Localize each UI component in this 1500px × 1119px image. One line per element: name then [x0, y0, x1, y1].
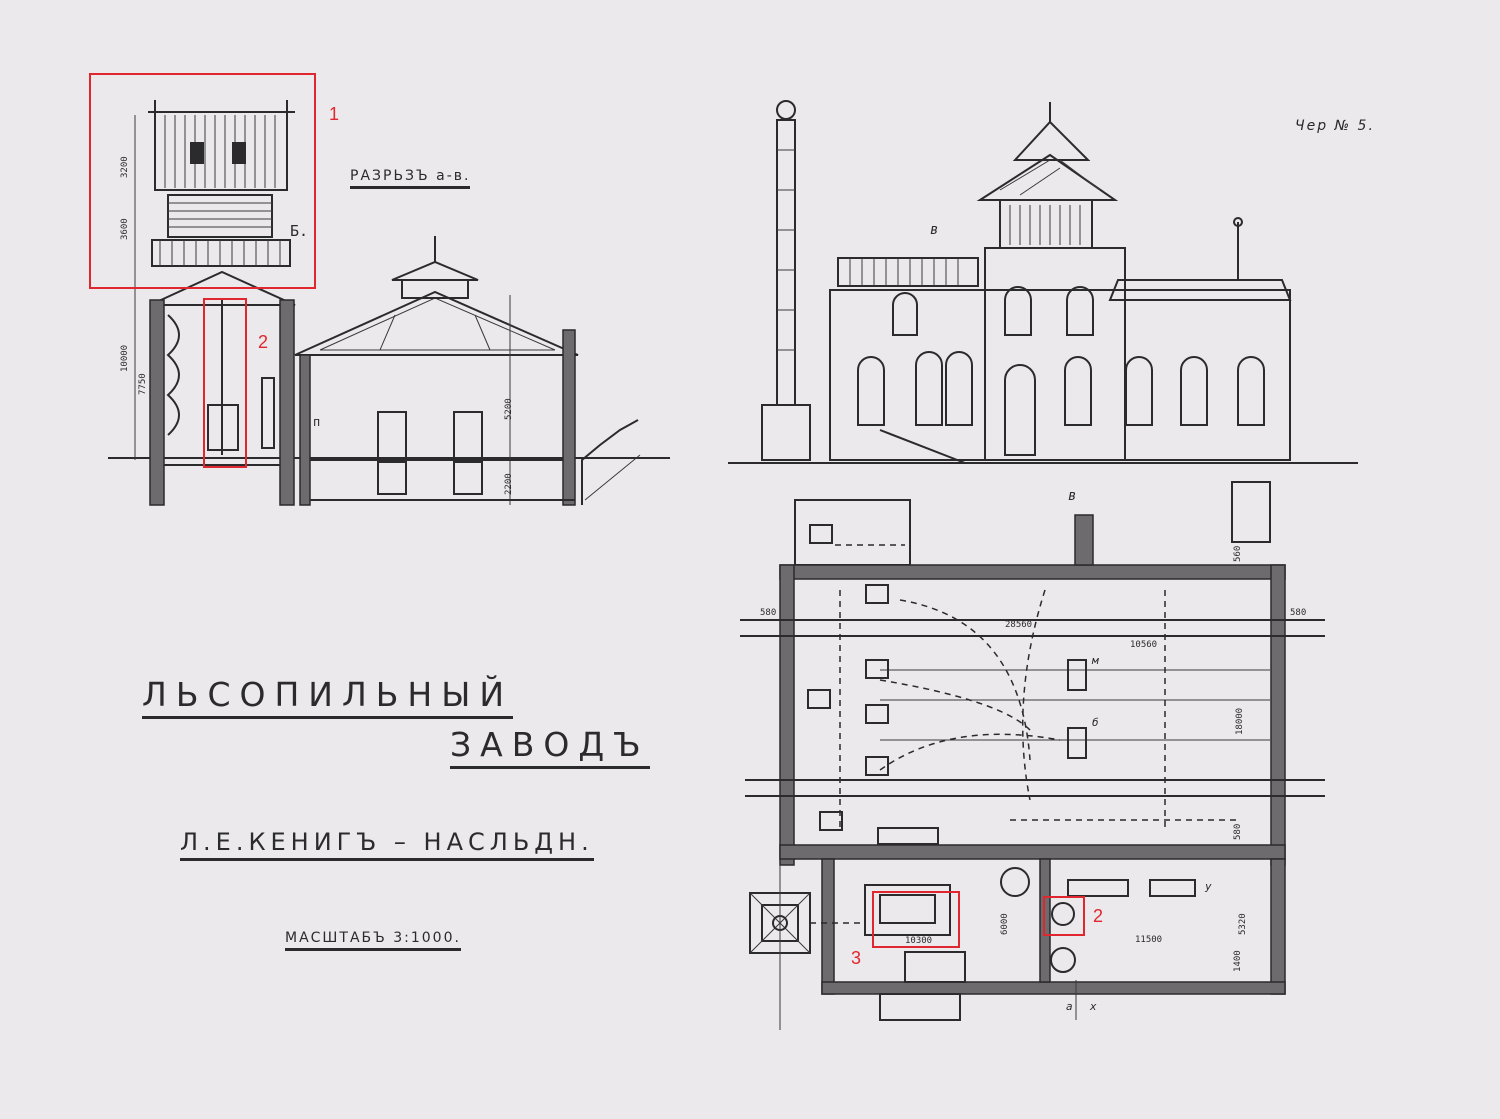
- plan-dim: 10560: [1130, 640, 1158, 650]
- callout-box-1: [89, 73, 316, 289]
- section-letter: Б.: [290, 222, 309, 240]
- section-dim: 2200: [504, 473, 514, 495]
- plan-dim: 560: [1233, 545, 1243, 562]
- callout-label-3: 3: [851, 948, 862, 968]
- section-dim: 5200: [504, 398, 514, 420]
- section-drawing: [108, 100, 670, 506]
- callout-label-2-plan: 2: [1093, 906, 1104, 926]
- section-letter: п: [313, 415, 321, 429]
- callout-box-3: [872, 891, 960, 948]
- section-dim: 7750: [138, 373, 148, 395]
- plan-dim: 1400: [1233, 950, 1243, 972]
- plan-drawing: [740, 481, 1325, 1030]
- facade-drawing: [728, 100, 1358, 464]
- callout-box-2-plan: [1043, 896, 1085, 936]
- plan-letter: м: [1092, 654, 1099, 667]
- plan-dim: 11500: [1135, 935, 1163, 945]
- facade-letter: в: [930, 222, 939, 238]
- section-dim: 10000: [120, 344, 130, 372]
- callout-box-2-section: [203, 298, 247, 468]
- plan-letter: х: [1090, 1000, 1097, 1013]
- plan-dim: 28560: [1005, 620, 1033, 630]
- plan-dim: 580: [1233, 823, 1243, 840]
- section-label: РАЗРЬЗЪ а-в.: [350, 168, 471, 189]
- scale-label: МАСШТАБЪ 3:1000.: [285, 930, 461, 951]
- plan-dim: 580: [760, 608, 777, 618]
- plan-letter: у: [1205, 880, 1212, 893]
- plan-dim: 18000: [1235, 707, 1245, 735]
- title-line-1: ЛЬСОПИЛЬНЫЙ: [142, 675, 514, 719]
- callout-label-1: 1: [329, 104, 340, 124]
- plan-letter: а: [1066, 1000, 1073, 1013]
- owner-name: Л.Е.КЕНИГЪ – НАСЛЬДН.: [180, 828, 594, 861]
- plan-letter: б: [1092, 716, 1099, 729]
- plan-dim: 580: [1290, 608, 1307, 618]
- plan-dim: 5320: [1238, 913, 1248, 935]
- plan-dim: 6000: [1000, 913, 1010, 935]
- sheet-number: Чер № 5.: [1295, 118, 1375, 134]
- plan-dim: 10300: [905, 936, 933, 946]
- plan-letter: в: [1068, 488, 1077, 504]
- callout-label-2-section: 2: [258, 332, 269, 352]
- title-line-2: ЗАВОДЪ: [450, 725, 650, 769]
